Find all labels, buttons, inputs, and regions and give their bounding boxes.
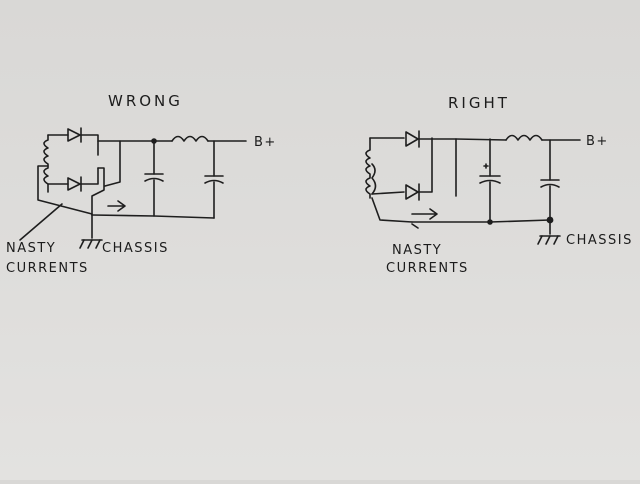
right-title: RIGHT [448, 94, 510, 112]
wrong-return-box [91, 167, 105, 216]
right-ground-bus [411, 219, 551, 223]
wrong-nasty-line1: NASTY [6, 241, 56, 256]
right-chassis-ground [537, 219, 561, 245]
wrong-ground-bus [91, 214, 215, 219]
wrong-transformer-coil [43, 134, 49, 193]
right-diode-2 [405, 183, 420, 201]
wrong-chassis-label: CHASSIS [102, 241, 169, 256]
right-nasty-line1: NASTY [392, 243, 442, 258]
wrong-diode2-out [80, 167, 99, 185]
wrong-diode-2 [67, 176, 82, 192]
wrong-choke [171, 135, 209, 142]
right-coil-extra [371, 163, 377, 195]
right-capacitor-2 [540, 139, 560, 221]
right-diode-1 [405, 130, 420, 148]
wrong-vertical-1 [104, 140, 121, 187]
right-chassis-label: CHASSIS [566, 233, 633, 248]
right-circuit: RIGHT B+ [365, 94, 633, 276]
wrong-nasty-line2: CURRENTS [6, 261, 89, 276]
wrong-current-arrow [107, 200, 126, 212]
right-choke [505, 134, 543, 141]
right-center-tap [371, 197, 413, 223]
right-bplus-label: B+ [586, 134, 609, 149]
wrong-capacitor-2 [204, 140, 224, 219]
right-nasty-line2: CURRENTS [386, 261, 469, 276]
wrong-chassis-ground [79, 214, 103, 249]
wrong-center-tap [37, 165, 93, 215]
right-node-1 [487, 219, 493, 225]
wrong-title: WRONG [108, 92, 183, 110]
right-bottom-lead [371, 191, 405, 195]
wrong-capacitor-1 [144, 140, 164, 217]
right-current-arrow [411, 208, 438, 229]
right-capacitor-1 [479, 138, 501, 223]
right-rect-bottom [418, 137, 433, 193]
right-transformer-coil [365, 137, 371, 199]
wrong-circuit: WRONG B+ [6, 92, 277, 276]
wrong-rectifier-out [80, 134, 99, 156]
right-bplus-rail [455, 138, 507, 141]
wrong-diode-1 [67, 127, 82, 143]
wrong-bplus-label: B+ [254, 135, 277, 150]
wrong-nasty-pointer [19, 203, 63, 241]
